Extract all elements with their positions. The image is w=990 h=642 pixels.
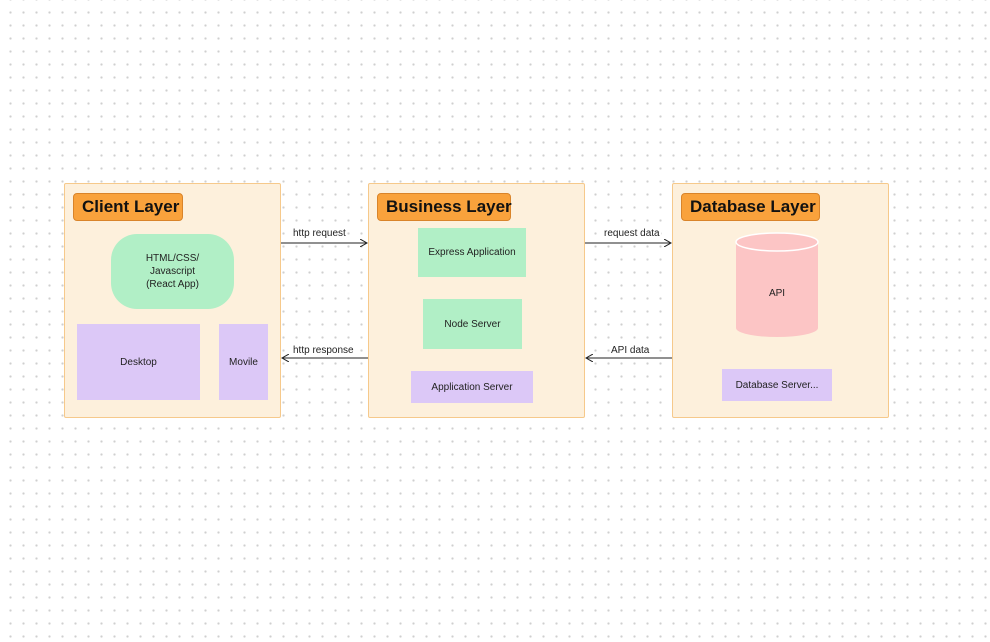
cylinder-body (736, 242, 818, 337)
mobile-node[interactable]: Movile (219, 324, 268, 400)
api-label: API (768, 288, 786, 299)
node-server-node[interactable]: Node Server (423, 299, 522, 349)
desktop-node[interactable]: Desktop (77, 324, 200, 400)
database-server-node[interactable]: Database Server... (722, 369, 832, 401)
api-cylinder[interactable] (735, 232, 819, 340)
api-data-label: API data (610, 345, 651, 357)
http-request-label: http request (292, 228, 347, 240)
client-layer-title[interactable]: Client Layer (73, 193, 183, 221)
business-layer-title[interactable]: Business Layer (377, 193, 512, 221)
express-application-node[interactable]: Express Application (418, 228, 526, 277)
react-app-node[interactable]: HTML/CSS/ Javascript (React App) (111, 234, 234, 309)
cylinder-top (735, 232, 819, 252)
http-response-label: http response (292, 345, 355, 357)
database-layer-title[interactable]: Database Layer (681, 193, 820, 221)
application-server-node[interactable]: Application Server (411, 371, 533, 403)
request-data-label: request data (603, 228, 661, 240)
